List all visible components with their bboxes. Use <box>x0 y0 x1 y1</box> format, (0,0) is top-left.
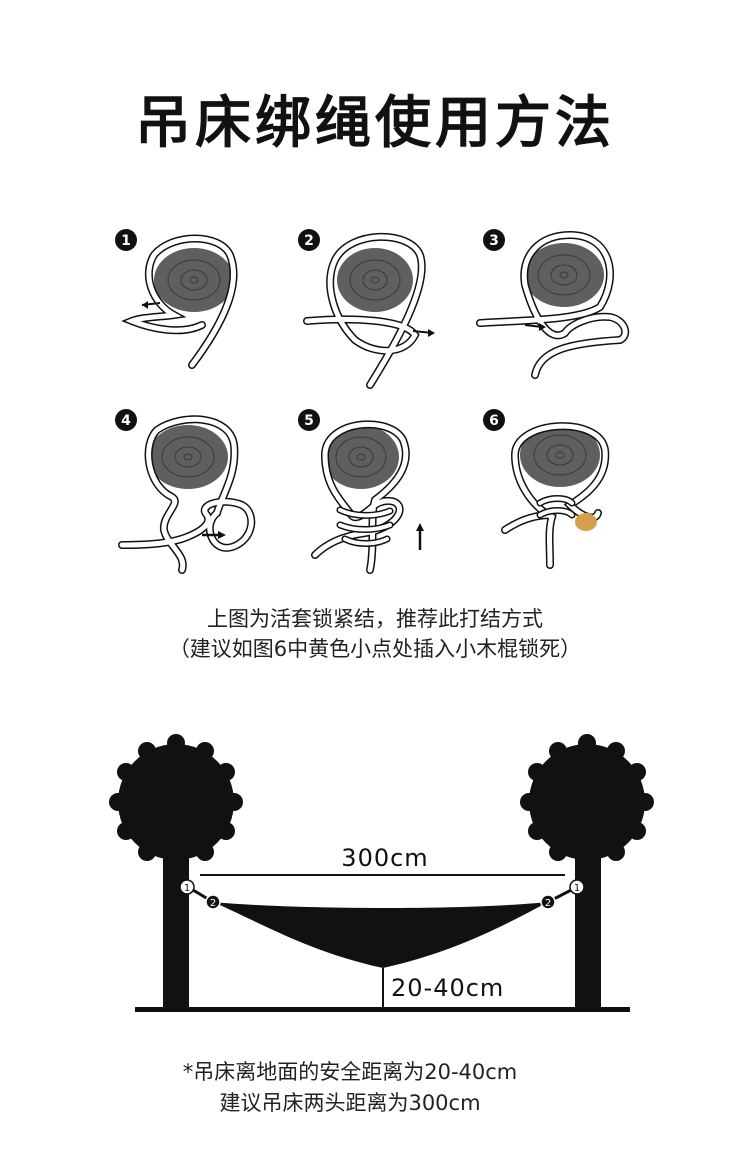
knot-step-5: 5 <box>295 405 455 575</box>
marker-1-right: 1 <box>569 879 585 895</box>
ground-line <box>135 1007 630 1012</box>
step-number: 5 <box>304 413 314 429</box>
wood-stick-marker <box>575 513 597 531</box>
knot-step-3: 3 <box>470 225 630 395</box>
step-number: 2 <box>304 233 314 249</box>
hammock-diagram: 300cm 20-40cm 1 2 1 2 <box>0 730 750 1030</box>
svg-text:2: 2 <box>545 898 551 909</box>
hammock-body <box>213 902 548 968</box>
knot-step-1: 1 <box>112 225 272 395</box>
svg-text:2: 2 <box>210 898 216 909</box>
step-number: 6 <box>489 413 499 429</box>
caption-line-2: （建议如图6中黄色小点处插入小木棍锁死） <box>168 637 582 661</box>
knot-step-4: 4 <box>112 405 272 575</box>
step-number: 4 <box>121 413 131 429</box>
svg-text:1: 1 <box>184 883 190 894</box>
knot-step-6: 6 <box>470 405 630 575</box>
svg-text:1: 1 <box>574 883 580 894</box>
marker-1-left: 1 <box>179 879 195 895</box>
marker-2-left: 2 <box>205 894 221 910</box>
height-label: 20-40cm <box>391 974 504 1002</box>
knot-step-2: 2 <box>295 225 455 395</box>
step-number: 3 <box>489 233 499 249</box>
caption-line-1: 上图为活套锁紧结，推荐此打结方式 <box>207 607 543 631</box>
right-tree <box>520 734 654 1010</box>
left-tree <box>109 734 243 1010</box>
page-title: 吊床绑绳使用方法 <box>135 91 615 156</box>
marker-2-right: 2 <box>540 894 556 910</box>
step-number: 1 <box>121 233 131 249</box>
note-line-2: 建议吊床两头距离为300cm <box>219 1091 481 1115</box>
span-label: 300cm <box>341 844 428 872</box>
note-line-1: *吊床离地面的安全距离为20-40cm <box>182 1060 518 1084</box>
